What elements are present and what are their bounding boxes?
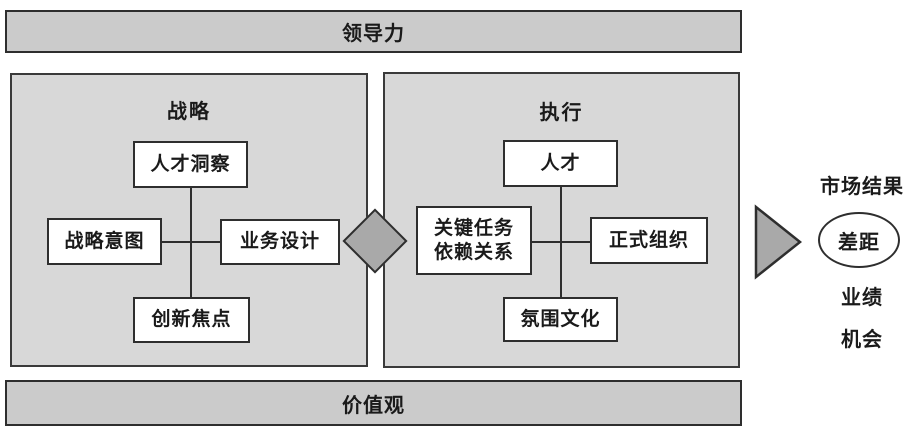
node-strategic-intent-label: 战略意图 bbox=[64, 230, 145, 252]
execution-horizontal-connector-line bbox=[532, 241, 590, 243]
values-bar: 价值观 bbox=[5, 380, 742, 426]
gap-ellipse: 差距 bbox=[818, 212, 900, 268]
node-talent-insight: 人才洞察 bbox=[133, 141, 248, 188]
arrow-right-icon bbox=[754, 204, 803, 280]
node-key-tasks-label-line2: 依赖关系 bbox=[433, 241, 514, 263]
leadership-bar-label: 领导力 bbox=[342, 23, 405, 45]
execution-panel-title: 执行 bbox=[539, 102, 584, 124]
node-business-design: 业务设计 bbox=[220, 219, 340, 265]
leadership-bar: 领导力 bbox=[5, 10, 742, 53]
node-formal-organization: 正式组织 bbox=[590, 217, 708, 264]
node-talent: 人才 bbox=[503, 140, 618, 187]
node-culture-label: 氛围文化 bbox=[520, 308, 601, 330]
node-strategic-intent: 战略意图 bbox=[47, 218, 162, 265]
opportunity-label: 机会 bbox=[841, 329, 883, 351]
node-innovation-focus: 创新焦点 bbox=[133, 297, 250, 343]
market-result-label: 市场结果 bbox=[820, 176, 904, 198]
performance-label: 业绩 bbox=[841, 287, 883, 309]
gap-label: 差距 bbox=[838, 231, 880, 254]
node-key-tasks: 关键任务 依赖关系 bbox=[416, 206, 532, 275]
node-talent-insight-label: 人才洞察 bbox=[150, 153, 231, 175]
node-formal-organization-label: 正式组织 bbox=[608, 229, 689, 251]
strategy-horizontal-connector-line bbox=[162, 241, 220, 243]
strategy-panel-title: 战略 bbox=[167, 101, 211, 123]
node-talent-label: 人才 bbox=[540, 152, 581, 174]
node-key-tasks-label-line1: 关键任务 bbox=[433, 217, 514, 239]
values-bar-label: 价值观 bbox=[342, 394, 405, 417]
node-business-design-label: 业务设计 bbox=[239, 231, 320, 253]
strategy-vertical-connector-line bbox=[190, 188, 192, 298]
node-culture: 氛围文化 bbox=[503, 297, 618, 342]
node-innovation-focus-label: 创新焦点 bbox=[151, 309, 232, 331]
